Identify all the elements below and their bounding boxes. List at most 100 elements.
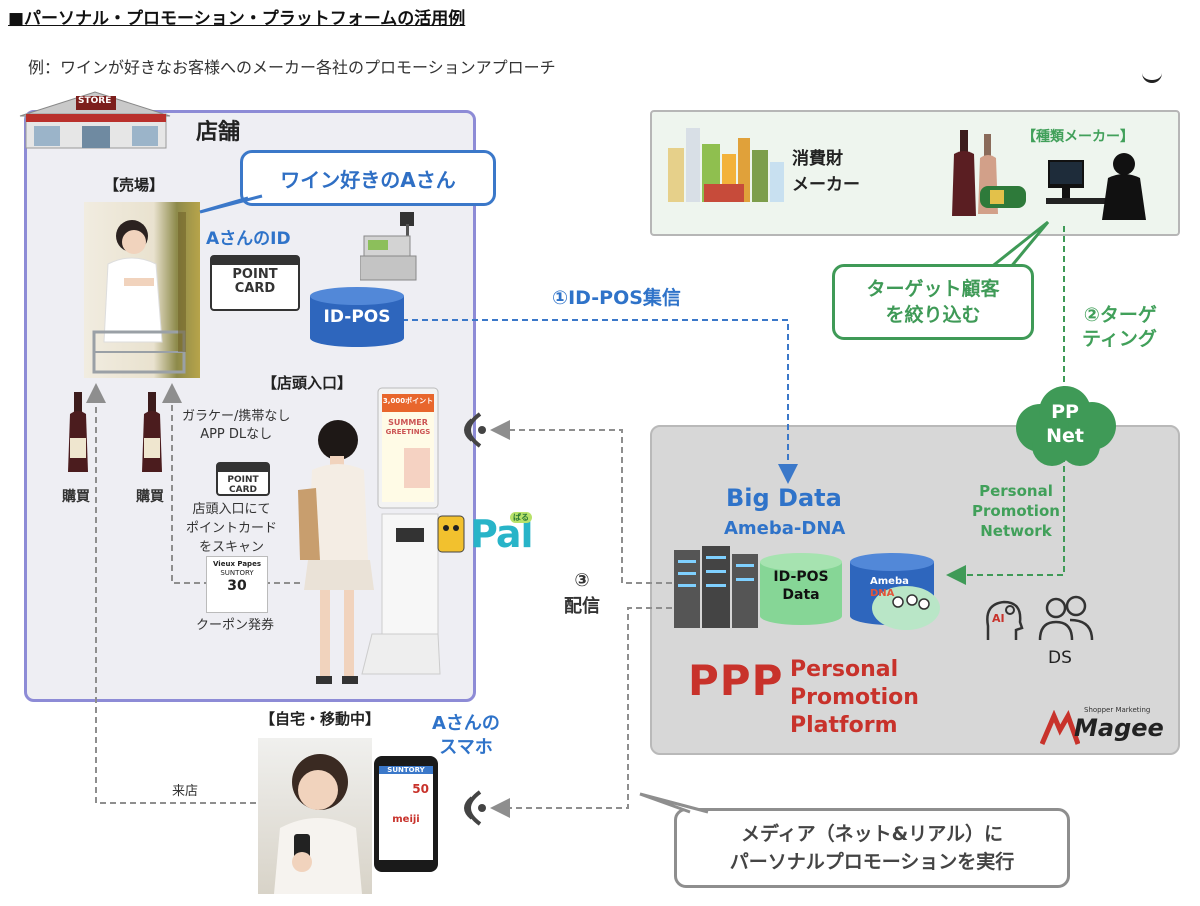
smartphone-screen: SUNTORY 50 meiji: [379, 766, 433, 860]
target-line2: を絞り込む: [885, 304, 981, 326]
media-promotion-bubble: メディア（ネット&リアル）に パーソナルプロモーションを実行: [674, 808, 1070, 888]
server-rack-icon: [672, 544, 762, 630]
media-line2: パーソナルプロモーションを実行: [729, 851, 1015, 873]
id-pos-database: ID-POS: [308, 286, 406, 348]
kiosk-banner-text: 3,000ポイント: [382, 397, 434, 405]
decorative-mark: [1142, 72, 1162, 83]
ameba-small-text: Ameba DNA: [870, 576, 909, 600]
ppp-full-line1: Personal: [790, 657, 899, 682]
step2-line2: ティング: [1082, 328, 1157, 350]
point-card-small: POINT CARD: [216, 462, 270, 496]
magee-tagline: Shopper Marketing: [1084, 706, 1151, 714]
step2-line1: ②ターゲ: [1083, 304, 1157, 326]
magee-logo: Shopper Marketing Magee: [1040, 706, 1164, 746]
customer-id-label: AさんのID: [206, 229, 291, 249]
pal-logo-small: ぱる: [510, 512, 532, 523]
beverage-bottles-illustration: [950, 130, 1030, 220]
entrance-label: 【店頭入口】: [262, 374, 353, 392]
scan-note: 店頭入口にて ポイントカード をスキャン: [186, 500, 277, 557]
cash-register-icon: [360, 210, 420, 284]
shopper-photo: [84, 202, 200, 378]
phone-ad-brand1: SUNTORY: [379, 766, 433, 774]
id-pos-data-line1: ID-POS: [773, 569, 829, 585]
target-line1: ターゲット顧客: [866, 278, 1000, 300]
ameba-small-line1: Ameba: [870, 576, 909, 587]
ppp-full-line2: Promotion: [790, 685, 919, 710]
wine-maker-label: 【種類メーカー】: [1022, 129, 1134, 145]
point-card: POINT CARD: [210, 255, 300, 311]
point-card-small-line2: CARD: [229, 485, 257, 495]
smartphone-illustration: SUNTORY 50 meiji: [374, 756, 438, 872]
magee-text: Magee: [1074, 714, 1164, 742]
ppnet-desc-line3: Network: [980, 522, 1052, 540]
people-icon: [1036, 594, 1096, 644]
target-customers-bubble: ターゲット顧客 を絞り込む: [832, 264, 1034, 340]
phone-ad-brand2: meiji: [392, 814, 420, 825]
ppnet-desc-line1: Personal: [979, 482, 1053, 500]
scan-line3: をスキャン: [199, 540, 265, 555]
ameba-small-line2: DNA: [870, 588, 895, 599]
store-heading: 店舗: [196, 120, 241, 145]
big-data-label: Big Data: [726, 484, 842, 512]
store-sign-text: STORE: [78, 96, 112, 106]
pp-net-line2: Net: [1046, 425, 1084, 447]
home-label: 【自宅・移動中】: [260, 710, 381, 728]
smartphone-line2: スマホ: [439, 737, 493, 758]
pp-net-cloud: PP Net: [1010, 384, 1120, 470]
coupon-label: クーポン発券: [196, 618, 275, 633]
ai-head-icon: AI: [978, 596, 1028, 646]
id-pos-label: ID-POS: [323, 307, 391, 327]
step3-line1: ③: [574, 570, 590, 591]
ameba-dna-label: Ameba-DNA: [724, 518, 846, 539]
ppp-acronym: PPP: [688, 656, 784, 705]
coupon-amount: 30: [227, 578, 247, 594]
purchase-label: 購買: [62, 489, 90, 505]
woman-with-phone-photo: [258, 738, 372, 894]
point-card-line1: POINT: [232, 267, 278, 282]
no-phone-line1: ガラケー/携帯なし: [182, 409, 291, 424]
ppp-full-line3: Platform: [790, 713, 898, 738]
point-card-line2: CARD: [234, 281, 276, 296]
id-pos-data-line2: Data: [782, 587, 820, 603]
step1-label: ①ID-POS集信: [552, 287, 681, 309]
coupon-ticket: Vieux Papes SUNTORY 30: [206, 556, 268, 613]
signal-icon: [440, 786, 490, 830]
pp-net-text: PP Net: [1010, 400, 1120, 448]
coupon-header: Vieux Papes: [213, 560, 261, 568]
sales-floor-label: 【売場】: [104, 176, 165, 194]
id-pos-data-text: ID-POS Data: [758, 568, 844, 604]
step2-label: ②ターゲ ティング: [1082, 303, 1157, 351]
kiosk-screen-line2: GREETINGS: [385, 428, 431, 436]
visit-label: 来店: [172, 784, 199, 799]
no-phone-note: ガラケー/携帯なし APP DLなし: [182, 408, 290, 444]
wine-bottle-icon: [136, 392, 168, 474]
phone-ad-price: 50: [412, 782, 429, 796]
ds-label: DS: [1048, 648, 1072, 668]
wine-bottle-icon: [62, 392, 94, 474]
customer-at-kiosk-illustration: [290, 410, 386, 690]
scan-line1: 店頭入口にて: [192, 502, 271, 517]
pal-logo: Pal ぱる: [436, 512, 556, 562]
analyst-at-computer-illustration: [1046, 148, 1150, 222]
no-phone-line2: APP DLなし: [200, 427, 273, 442]
customer-callout-text: ワイン好きのAさん: [280, 167, 456, 192]
ppnet-desc-line2: Promotion: [972, 502, 1060, 520]
scan-line2: ポイントカード: [186, 521, 278, 536]
ameba-dna-cylinder: Ameba DNA: [848, 552, 944, 632]
pp-net-line1: PP: [1051, 401, 1079, 423]
ppp-full-name: Personal Promotion Platform: [790, 656, 919, 740]
consumer-goods-illustration: [664, 124, 788, 206]
step3-line2: 配信: [564, 596, 600, 617]
kiosk-screen-line1: SUMMER: [388, 418, 428, 427]
step3-label: ③ 配信: [564, 568, 600, 620]
purchase-label: 購買: [136, 489, 164, 505]
store-building-illustration: STORE: [16, 86, 174, 150]
id-pos-data-cylinder: ID-POS Data: [758, 552, 844, 626]
consumer-goods-line2: メーカー: [792, 175, 860, 195]
consumer-goods-maker-label: 消費財 メーカー: [792, 146, 860, 198]
point-card-small-line1: POINT: [227, 475, 259, 485]
signal-icon: [440, 408, 490, 452]
consumer-goods-line1: 消費財: [792, 149, 843, 169]
smartphone-line1: Aさんの: [432, 713, 500, 734]
